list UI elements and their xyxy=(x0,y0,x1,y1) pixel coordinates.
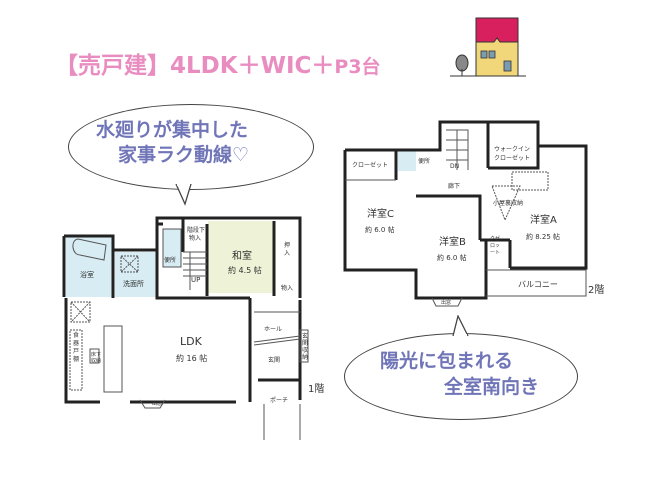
svg-text:洋室B: 洋室B xyxy=(439,235,466,248)
svg-text:押: 押 xyxy=(284,241,290,249)
svg-text:DN: DN xyxy=(450,163,459,170)
svg-text:ク: ク xyxy=(490,236,495,242)
svg-text:戸: 戸 xyxy=(73,348,79,355)
title-main: 【売戸建】4LDK＋WIC＋ xyxy=(55,53,335,79)
callout-bubble-bottom xyxy=(344,333,578,420)
svg-text:器: 器 xyxy=(73,340,79,347)
svg-text:約 8.25 帖: 約 8.25 帖 xyxy=(526,232,560,241)
svg-text:出窓: 出窓 xyxy=(152,400,162,407)
svg-text:1階: 1階 xyxy=(308,383,324,395)
listing-title: 【売戸建】4LDK＋WIC＋P3台 xyxy=(55,46,381,80)
svg-text:出窓: 出窓 xyxy=(441,299,451,306)
svg-text:約 4.5 帖: 約 4.5 帖 xyxy=(228,265,262,275)
callout-tail-bottom xyxy=(452,315,469,337)
svg-text:廊下: 廊下 xyxy=(448,182,460,190)
svg-text:バルコニー: バルコニー xyxy=(518,280,558,289)
svg-text:関: 関 xyxy=(302,340,308,347)
title-parking: P3台 xyxy=(334,56,381,78)
svg-text:階段下: 階段下 xyxy=(187,226,205,234)
svg-text:便所: 便所 xyxy=(418,157,430,165)
svg-text:床下: 床下 xyxy=(91,351,101,358)
svg-text:ト: ト xyxy=(495,250,500,256)
callout-tail-top xyxy=(175,184,192,206)
svg-text:棚: 棚 xyxy=(73,355,79,363)
house-icon xyxy=(450,17,526,77)
svg-text:洋室C: 洋室C xyxy=(367,207,394,220)
svg-text:約 6.0 帖: 約 6.0 帖 xyxy=(365,225,395,234)
svg-text:物入: 物入 xyxy=(189,234,201,242)
callout-bottom-line2: 全室南向き xyxy=(444,376,540,398)
svg-text:洋室A: 洋室A xyxy=(530,213,557,226)
svg-text:2階: 2階 xyxy=(588,284,604,296)
svg-text:和室: 和室 xyxy=(232,249,252,262)
svg-text:玄: 玄 xyxy=(302,332,308,340)
svg-text:クローゼット: クローゼット xyxy=(352,161,388,169)
svg-text:ウォークイン: ウォークイン xyxy=(494,145,530,153)
svg-text:ッ: ッ xyxy=(495,243,500,249)
svg-text:約 6.0 帖: 約 6.0 帖 xyxy=(437,253,467,262)
svg-text:玄関: 玄関 xyxy=(268,356,280,364)
svg-text:納: 納 xyxy=(302,353,308,361)
svg-text:入: 入 xyxy=(284,250,290,257)
callout-bubble-top xyxy=(68,104,314,190)
svg-text:物入: 物入 xyxy=(281,284,293,292)
room-bath: 浴室 xyxy=(80,270,94,279)
svg-text:UP: UP xyxy=(191,276,200,284)
svg-text:ホール: ホール xyxy=(264,326,282,333)
svg-text:クローゼット: クローゼット xyxy=(494,154,530,162)
svg-text:ポーチ: ポーチ xyxy=(270,396,288,404)
svg-text:ー: ー xyxy=(490,250,495,256)
callout-top-line2: 家事ラク動線♡ xyxy=(118,144,250,166)
svg-text:約 16 帖: 約 16 帖 xyxy=(176,353,207,363)
svg-text:ロ: ロ xyxy=(490,243,495,249)
svg-text:便所: 便所 xyxy=(164,256,176,264)
svg-text:洗面所: 洗面所 xyxy=(123,279,144,288)
svg-text:収: 収 xyxy=(302,347,308,354)
svg-text:LDK: LDK xyxy=(180,335,203,348)
svg-text:ゼ: ゼ xyxy=(495,235,500,242)
callout-top-line1: 水廻りが集中した xyxy=(96,119,249,141)
svg-text:小屋裏収納: 小屋裏収納 xyxy=(493,199,523,207)
svg-text:食: 食 xyxy=(73,331,79,339)
callout-bottom-line1: 陽光に包まれる xyxy=(380,350,514,372)
svg-text:収納: 収納 xyxy=(91,357,101,364)
